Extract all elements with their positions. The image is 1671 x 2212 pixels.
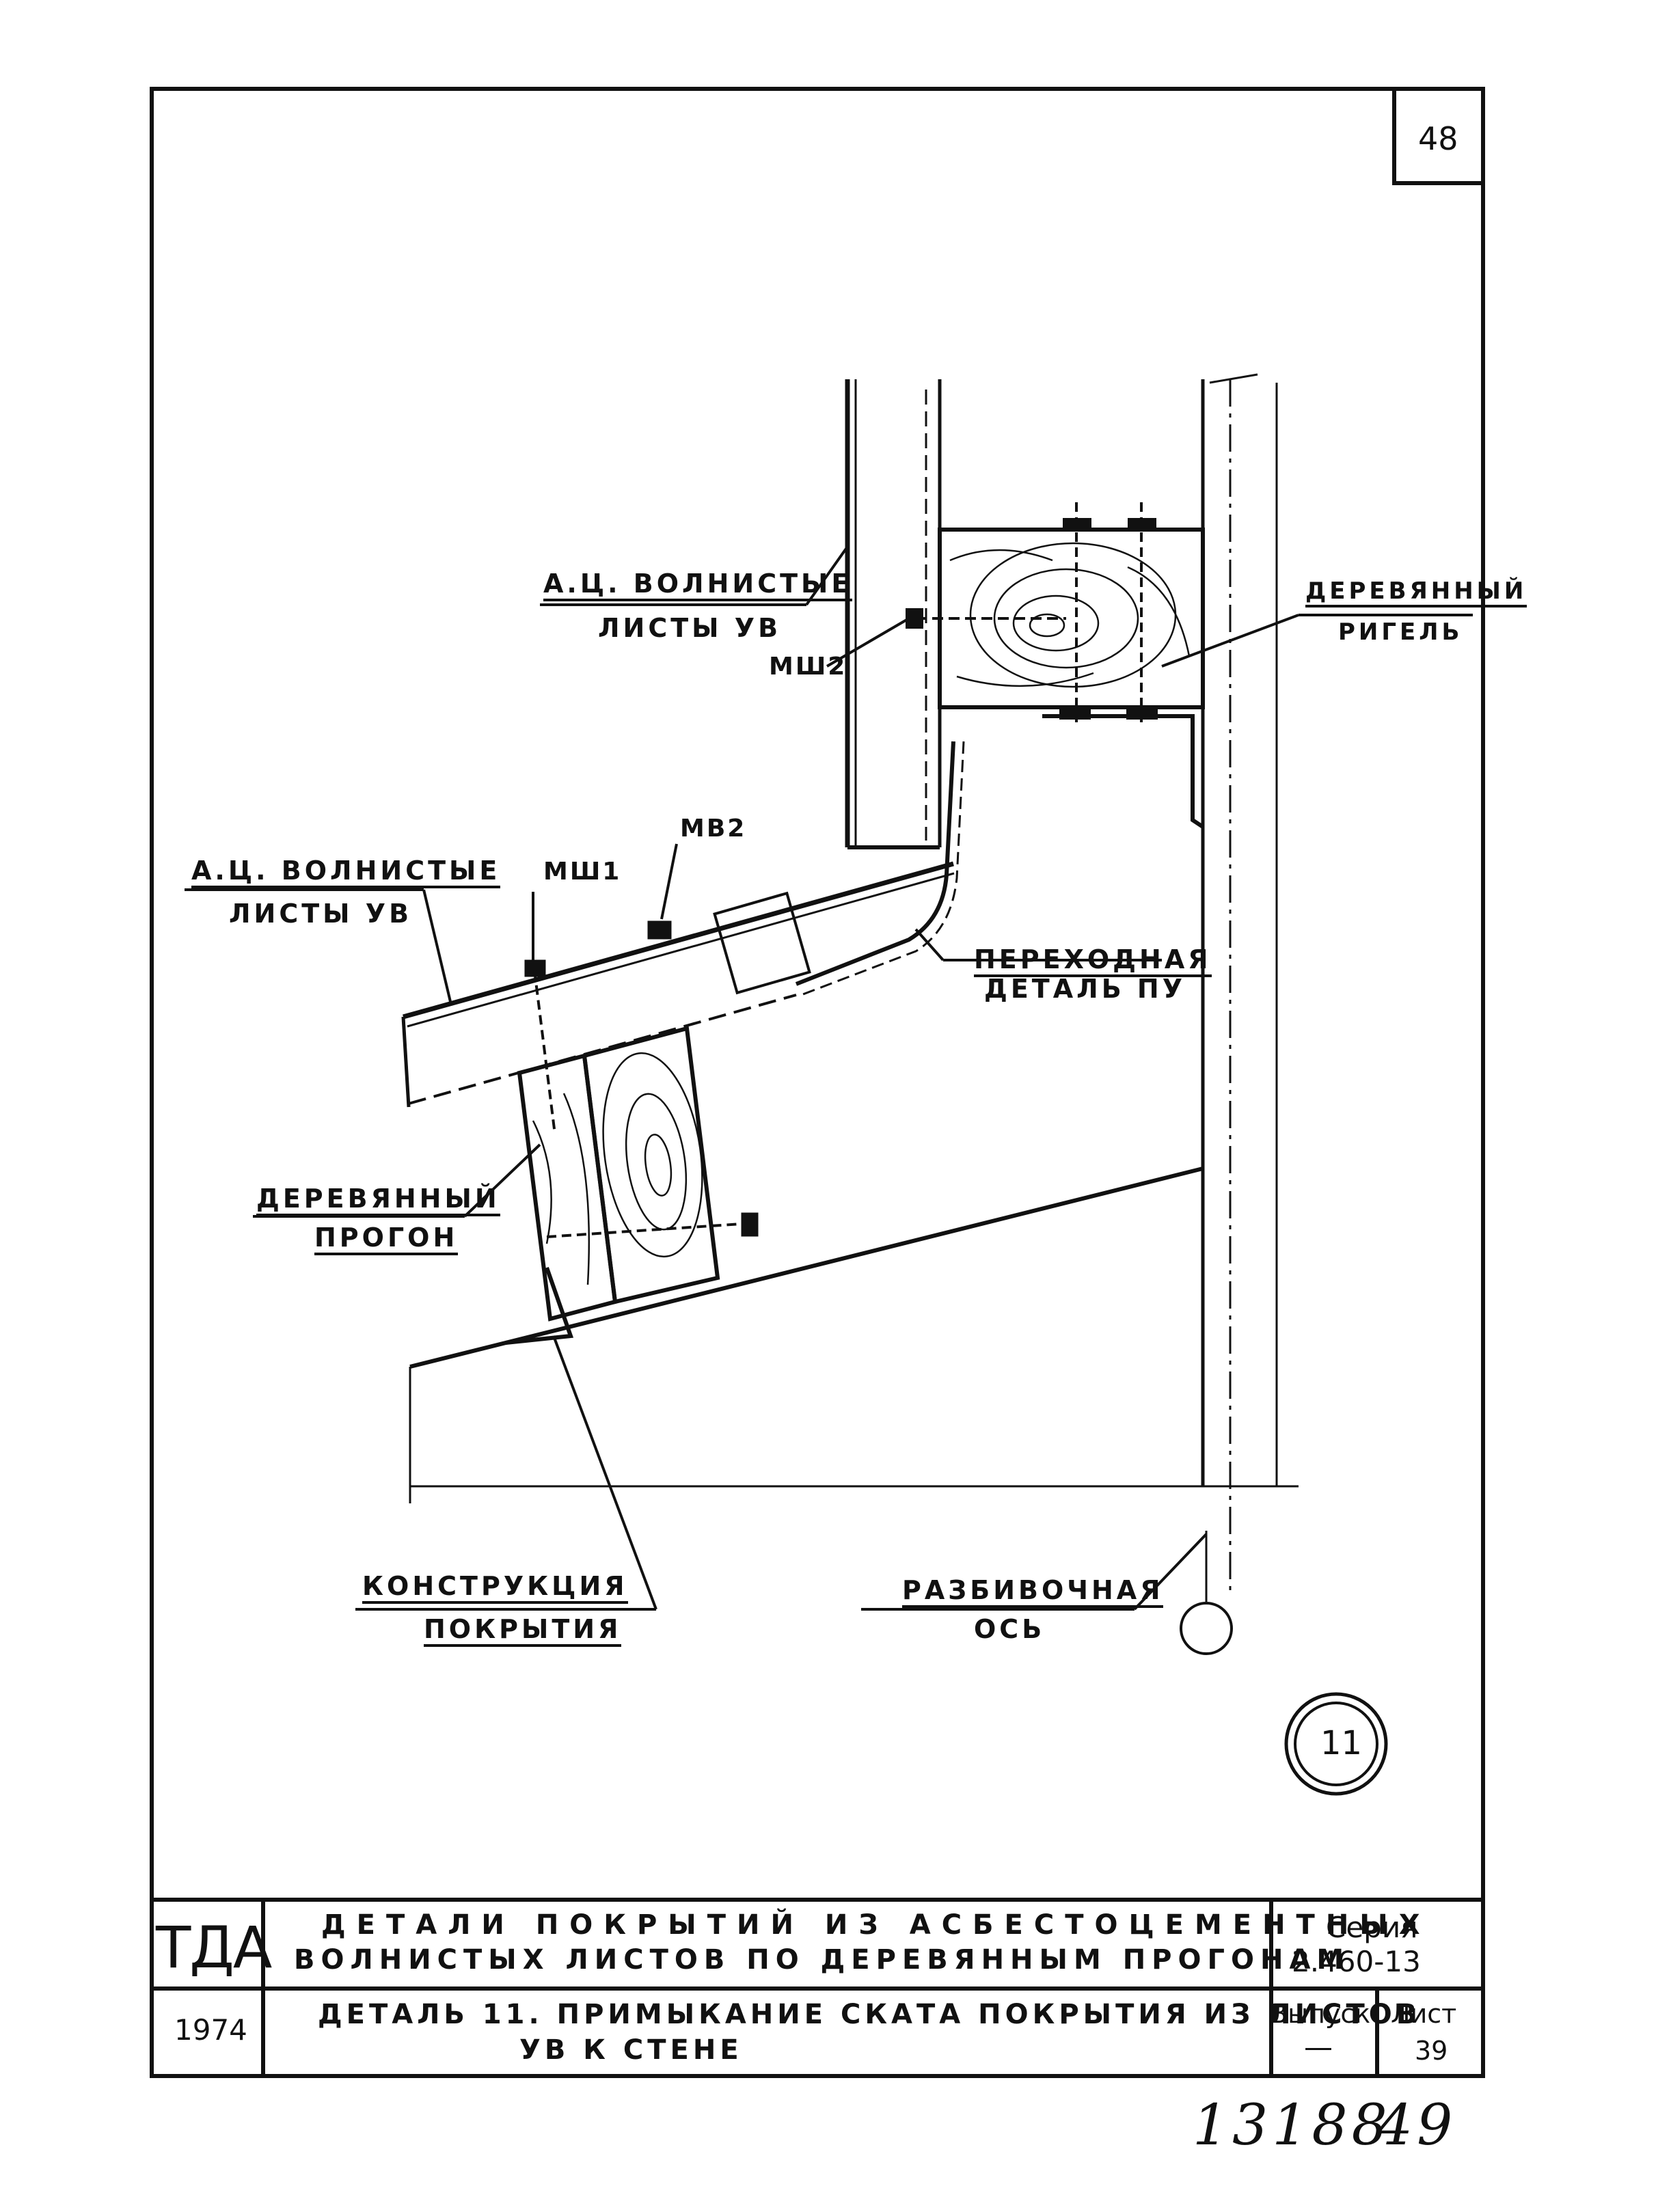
sheet-value: 39 [1415,2036,1448,2066]
wood-purlin [517,1026,759,1322]
label-wall-fastener: МШ2 [769,653,847,681]
sheet-frame [150,87,1485,2078]
label-axis-line1: РАЗБИВОЧНАЯ [902,1577,1164,1608]
label-wall-sheets-line2: ЛИСТЫ УВ [598,613,782,643]
label-transition-line2: ДЕТАЛЬ ПУ [984,974,1186,1004]
transition-flashing [795,741,955,986]
wall-face-lines [1201,373,1278,1596]
subtitle-line-2: УВ К СТЕНЕ [519,2034,743,2066]
label-wall-sheets-line1: А.Ц. ВОЛНИСТЫЕ [543,571,853,601]
page-number-box [1392,87,1485,185]
series-value: 2.460-13 [1292,1945,1421,1978]
axis-marker-circle [1180,1602,1233,1655]
label-roof-structure-line2: ПОКРЫТИЯ [424,1616,622,1647]
handwritten-page: 49 [1377,2093,1457,2158]
title-line-2: ВОЛНИСТЫХ ЛИСТОВ ПО ДЕРЕВЯННЫМ ПРОГОНАМ [294,1944,1350,1976]
page-number: 48 [1418,120,1458,157]
purlin-angle-bracket [505,1267,574,1345]
label-wood-girt-line2: РИГЕЛЬ [1338,618,1463,646]
label-roof-structure-line1: КОНСТРУКЦИЯ [362,1573,628,1604]
issue-value: — [1304,2030,1333,2064]
issue-label: Выпуск [1270,1999,1371,2029]
roof-fasteners [524,920,672,1135]
handwritten-number: 13188 [1193,2093,1391,2158]
wood-girt [906,502,1205,724]
detail-number-outer-circle [1284,1692,1388,1796]
detail-number-inner-circle [1294,1702,1378,1786]
label-wood-purlin-line1: ДЕРЕВЯННЫЙ [256,1186,500,1216]
title-block-org: ТДА [156,1914,272,1981]
label-wood-purlin-line2: ПРОГОН [314,1225,459,1255]
label-roof-fastener-2: МВ2 [680,815,747,843]
subtitle-line-1: ДЕТАЛЬ 11. ПРИМЫКАНИЕ СКАТА ПОКРЫТИЯ ИЗ … [318,1999,1422,2030]
label-transition-line1: ПЕРЕХОДНАЯ [974,946,1212,977]
label-roof-sheets-line1: А.Ц. ВОЛНИСТЫЕ [191,858,501,888]
girt-angle-bracket [1042,714,1204,829]
title-line-1: ДЕТАЛИ ПОКРЫТИЙ ИЗ АСБЕСТОЦЕМЕНТНЫХ [321,1909,1431,1941]
roof-structure [409,1166,1299,1503]
leader-lines [185,545,1473,1611]
year: 1974 [174,2013,247,2047]
label-roof-fastener-1: МШ1 [543,858,622,886]
label-roof-sheets-line2: ЛИСТЫ УВ [229,899,413,929]
label-wood-girt-line1: ДЕРЕВЯННЫЙ [1305,579,1527,607]
series-label: Серия [1326,1911,1418,1944]
wall-sheets [845,379,942,849]
detail-number: 11 [1320,1724,1363,1762]
roof-sheets [401,861,955,1108]
sheet-label: Лист [1391,1999,1457,2029]
label-axis-line2: ОСЬ [974,1614,1046,1644]
title-block-grid [152,1898,1483,2076]
